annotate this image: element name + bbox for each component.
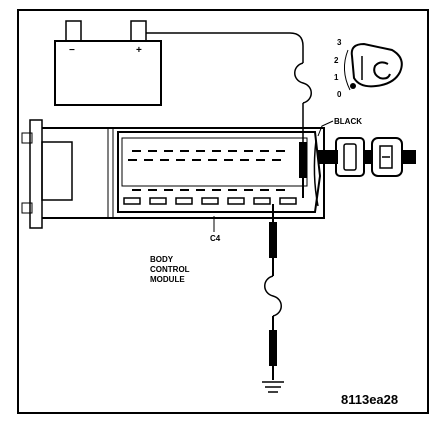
module-window	[41, 141, 73, 201]
feed-wire-sleeve	[299, 142, 307, 178]
battery-positive-symbol: +	[136, 45, 142, 56]
plug-stub	[318, 150, 338, 164]
label-module-line1: BODY	[150, 255, 174, 264]
mounting-tab-top	[21, 132, 33, 144]
ignition-key-c-icon	[373, 61, 391, 80]
ground-circuit	[262, 204, 284, 393]
diagram-border	[17, 9, 429, 414]
ignition-switch: 3 2 1 0	[334, 38, 403, 99]
label-black-leader	[317, 120, 334, 137]
plug-face	[379, 145, 393, 169]
upper-fuse-icon	[294, 62, 312, 104]
battery-positive-wire	[146, 32, 304, 63]
mounting-tab-bottom	[21, 202, 33, 214]
label-connector-c4: C4	[210, 234, 221, 243]
connector-c4-inner	[121, 137, 308, 187]
ignition-key-head	[350, 42, 403, 88]
ignition-position-3: 3	[337, 38, 342, 47]
lower-fuse-icon	[264, 275, 282, 317]
label-black: BLACK	[334, 117, 362, 126]
ground-wire-sleeve-lower	[269, 330, 277, 366]
ground-wire-sleeve-upper	[269, 222, 277, 258]
external-connector	[313, 137, 416, 207]
ignition-position-2: 2	[334, 56, 339, 65]
label-module-line2: CONTROL	[150, 265, 190, 274]
battery-body	[54, 40, 162, 106]
figure-code: 8113ea28	[341, 392, 398, 407]
ignition-pivot-dot	[350, 83, 356, 89]
ignition-position-0: 0	[337, 90, 342, 99]
battery: − +	[54, 20, 162, 106]
plug-tail	[402, 150, 416, 164]
plug-latch	[343, 143, 357, 171]
plug-wire-loop	[313, 139, 319, 207]
body-control-module	[21, 119, 325, 229]
ignition-position-1: 1	[334, 73, 339, 82]
module-housing	[42, 127, 325, 219]
connector-cavities-row	[123, 197, 297, 205]
connector-c4-body	[117, 131, 322, 213]
label-module-line3: MODULE	[150, 275, 185, 284]
battery-negative-terminal	[65, 20, 82, 42]
battery-negative-symbol: −	[69, 45, 75, 56]
plug-bridge	[364, 150, 372, 164]
ignition-arc	[344, 49, 351, 91]
battery-positive-terminal	[130, 20, 147, 42]
